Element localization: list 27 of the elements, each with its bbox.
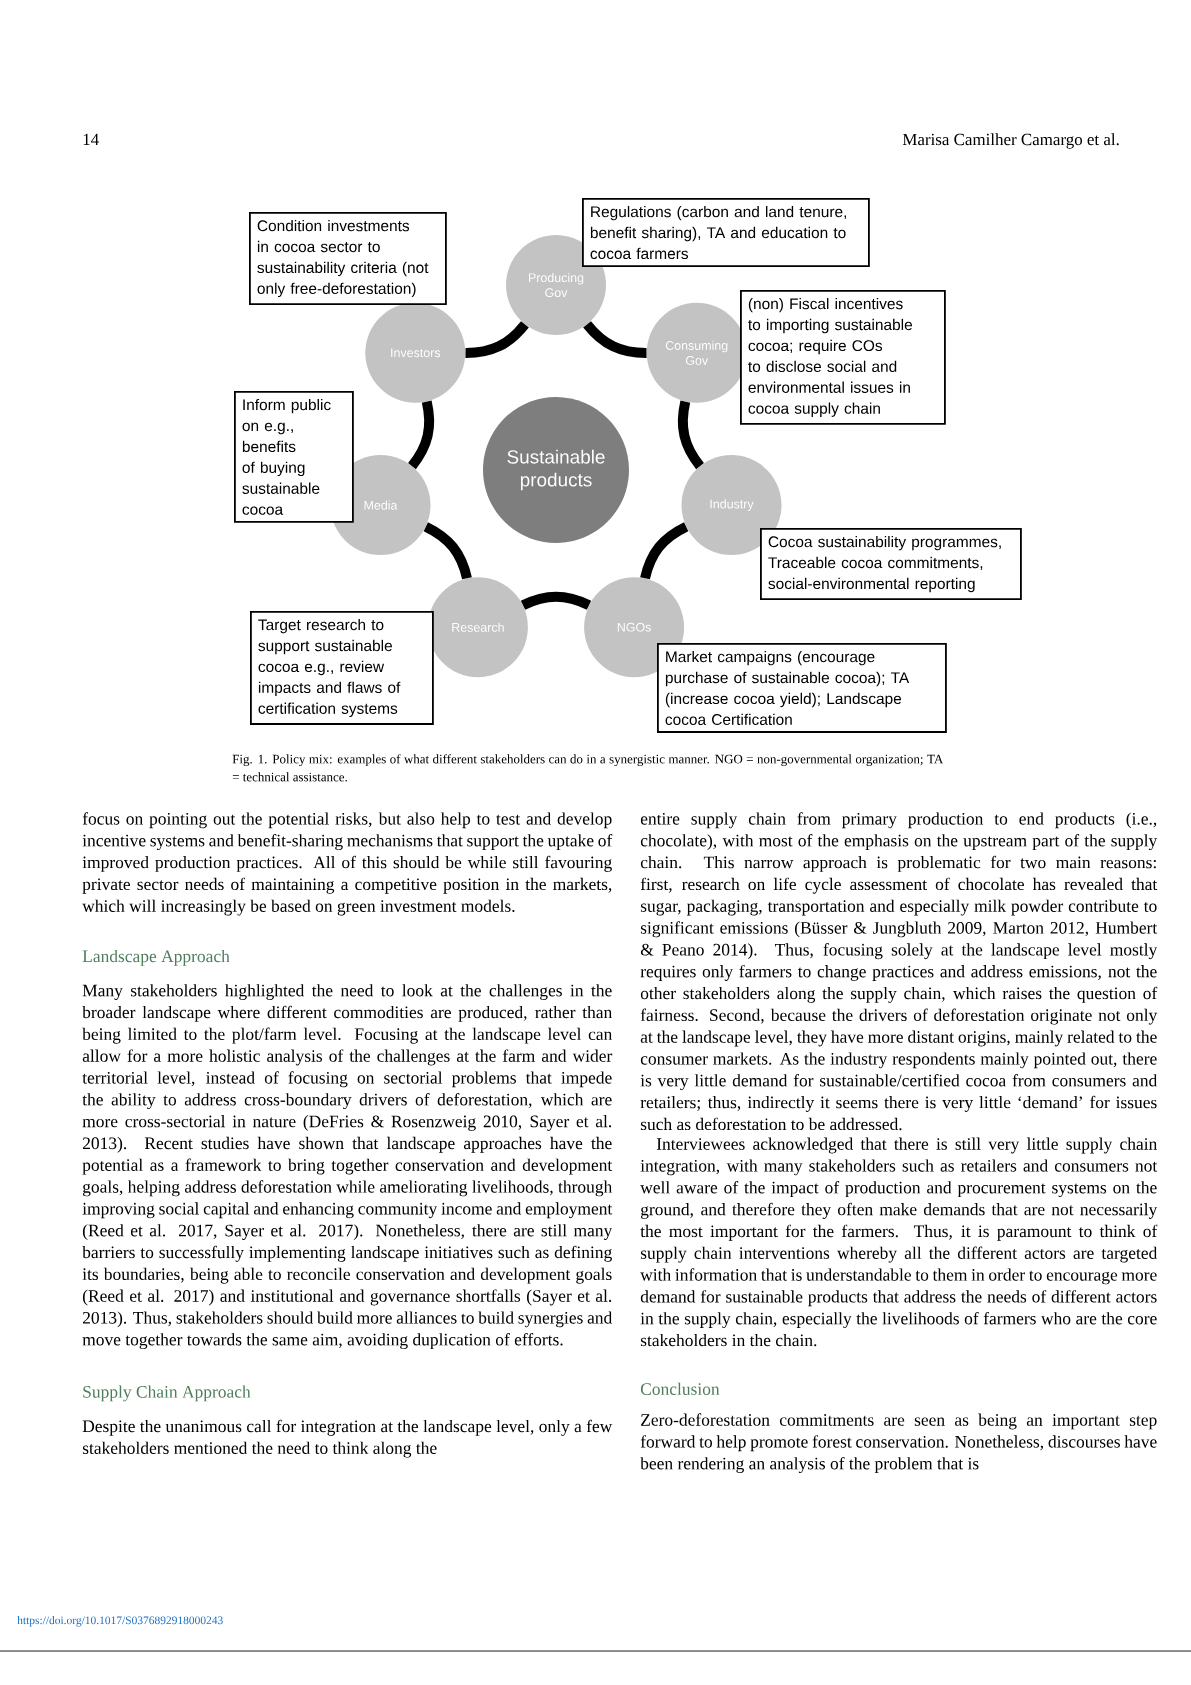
text-box: Regulations (carbon and land tenure, benefit sharing), TA and education to cocoa farmers <box>582 198 870 267</box>
running-head: Marisa Camilher Camargo et al. <box>902 133 1119 149</box>
ring-arc <box>677 400 704 470</box>
figure-caption: Fig. 1. Policy mix: examples of what different stakeholders can do in a synergistic manner. NGO = non-governmental organization; TA = technical assistance. <box>232 754 944 782</box>
text-box: Inform public on e.g., benefits of buying sustainable cocoa <box>234 391 354 523</box>
section-heading: Landscape Approach <box>82 949 230 966</box>
text-box: Target research to support sustainable cocoa e.g., review impacts and flaws of certification systems <box>250 611 434 725</box>
body-paragraph: Many stakeholders highlighted the need to look at the challenges in the broader landscape where different commodities are produced, rather than being limited to the plot/farm level. Focusing at the landscape level can allow for a more holistic analysis of the challenges at the farm and wider territorial level, instead of focusing on sectorial problems that impede the ability to address cross-boundary drivers of deforestation, which are more cross-sectorial in nature (DeFries & Rosenzweig 2010, Sayer et al. 2013). Recent studies have shown that landscape approaches have the potential as a framework to bring together conservation and development goals, helping address deforestation while ameliorating livelihoods, through improving social capital and enhancing community income and employment (Reed et al. 2017, Sayer et al. 2017). Nonetheless, there are still many barriers to successfully implementing landscape initiatives such as defining its boundaries, being able to reconcile conservation and development goals (Reed et al. 2017) and institutional and governance shortfalls (Sayer et al. 2013). Thus, stakeholders should build more alliances to build synergies and move together towards the same aim, avoiding duplication of efforts. <box>82 984 613 1350</box>
ring-arc <box>465 321 529 359</box>
page-number: 14 <box>83 133 99 145</box>
body-paragraph: Despite the unanimous call for integration at the landscape level, only a few stakeholders mentioned the need to think along the <box>82 1419 613 1458</box>
section-heading: Conclusion <box>640 1382 720 1395</box>
text-box: Market campaigns (encourage purchase of sustainable cocoa); TA (increase cocoa yield); Landscape cocoa Certification <box>657 643 947 733</box>
body-paragraph: Zero-deforestation commitments are seen as being an important step forward to help promote forest conservation. Nonetheless, discourses have been rendering an analysis of the problem that is <box>640 1413 1157 1474</box>
body-paragraph: focus on pointing out the potential risks, but also help to test and develop incentive systems and benefit-sharing mechanisms that support the uptake of improved production practices. All of this should be while still favouring private sector needs of maintaining a competitive position in the markets, which will increasingly be based on green investment models. <box>82 812 613 916</box>
ring-arc <box>520 591 592 610</box>
body-paragraph: entire supply chain from primary production to end products (i.e., chocolate), with most of the emphasis on the upstream part of the supply chain. This narrow approach is problematic for two main reasons: first, research on life cycle assessment of chocolate has revealed that sugar, packaging, transportation and especially milk powder contribute to significant emissions (Büsser & Jungbluth 2009, Marton 2012, Humbert & Peano 2014). Thus, focusing solely at the landscape level mostly requires only farmers to change practices and address emissions, not the other stakeholders along the supply chain, which raises the question of fairness. Second, because the drivers of deforestation originate not only at the landscape level, they have more distant origins, mainly related to the consumer markets. As the industry respondents mainly pointed out, there is very little demand for sustainable/certified cocoa from consumers and retailers; thus, indirectly it seems there is very little ‘demand’ for issues such as deforestation to be addressed. <box>640 812 1158 1131</box>
ring-arc <box>423 522 472 580</box>
text-box: Condition investments in cocoa sector to sustainability criteria (not only free-deforestation) <box>249 212 447 305</box>
section-heading: Supply Chain Approach <box>83 1385 251 1402</box>
body-paragraph: Interviewees acknowledged that there is still very little supply chain integration, with many stakeholders such as retailers and consumers not well aware of the impact of production and procurement systems on the ground, and therefore they often make demands that are not necessarily the most important for the farmers. Thus, it is paramount to think of supply chain interventions whereby all the different actors are targeted with information that is understandable to them in order to encourage more demand for sustainable products that address the needs of different actors in the supply chain, especially the livelihoods of farmers who are the core stakeholders in the chain. <box>640 1137 1158 1347</box>
ring-arc <box>583 321 647 359</box>
text-box: (non) Fiscal incentives to importing sustainable cocoa; require COs to disclose social and environmental issues in cocoa supply chain <box>740 290 946 425</box>
ring-arc <box>640 522 689 580</box>
doi-link: https://doi.org/10.1017/S0376892918000243 <box>17 1616 223 1627</box>
text-box: Cocoa sustainability programmes, Traceable cocoa commitments, social-environmental reporting <box>760 528 1022 601</box>
ring-arc <box>408 400 435 470</box>
